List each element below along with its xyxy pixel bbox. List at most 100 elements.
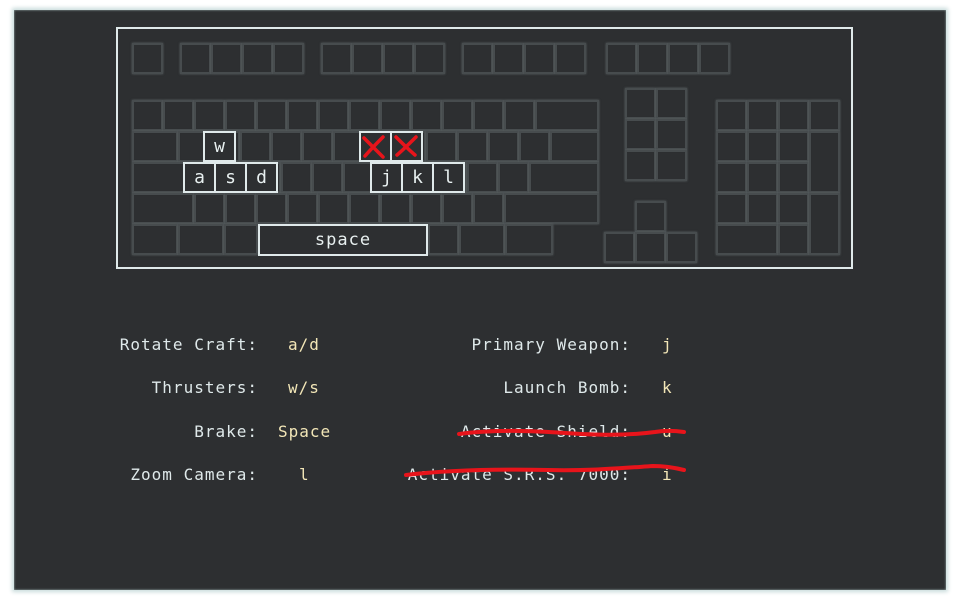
disabled-x-icon — [394, 135, 418, 157]
keyboard-key — [809, 100, 840, 131]
keyboard-key — [132, 162, 188, 193]
keyboard-key — [312, 162, 343, 193]
keyboard-key — [414, 43, 445, 74]
keyboard-key — [716, 162, 747, 193]
keyboard-key — [462, 43, 493, 74]
keyboard-key — [411, 100, 442, 131]
keyboard-key — [132, 100, 163, 131]
keyboard-key — [224, 224, 258, 255]
keyboard-key — [383, 43, 414, 74]
keyboard-key — [519, 131, 550, 162]
keyboard-key — [287, 193, 318, 224]
keyboard-key — [302, 131, 333, 162]
keyboard-key — [488, 131, 519, 162]
keyboard-key — [352, 43, 383, 74]
keyboard-key — [699, 43, 730, 74]
keyboard-key — [504, 100, 535, 131]
keyboard-key — [318, 193, 349, 224]
keyboard-key — [380, 193, 411, 224]
keyboard-key — [428, 224, 459, 255]
key-k: k — [401, 162, 434, 193]
keyboard-key — [132, 43, 163, 74]
keyboard-key — [778, 100, 809, 131]
keyboard-key — [504, 193, 599, 224]
control-key-launch-bomb: k — [662, 378, 673, 397]
key-a-label: a — [194, 166, 205, 188]
control-key-zoom: l — [299, 465, 310, 484]
keyboard-key — [281, 162, 312, 193]
control-label-rotate: Rotate Craft: — [119, 335, 258, 354]
key-l-label: l — [443, 166, 454, 188]
keyboard-key — [467, 162, 498, 193]
game-screen — [14, 10, 946, 590]
key-l: l — [432, 162, 465, 193]
keyboard-key — [242, 43, 273, 74]
keyboard-key — [635, 201, 666, 232]
keyboard-key — [747, 193, 778, 224]
key-d: d — [245, 162, 278, 193]
control-label-launch-bomb: Launch Bomb: — [503, 378, 631, 397]
keyboard-key — [498, 162, 529, 193]
keyboard-key — [625, 119, 656, 150]
key-d-label: d — [256, 166, 267, 188]
keyboard-key — [240, 131, 271, 162]
key-j-label: j — [381, 166, 392, 188]
keyboard-key — [716, 100, 747, 131]
keyboard-key — [256, 100, 287, 131]
keyboard-key — [225, 100, 256, 131]
key-s-label: s — [225, 166, 236, 188]
keyboard-key — [459, 224, 505, 255]
control-key-brake: Space — [278, 422, 332, 441]
keyboard-key — [555, 43, 586, 74]
keyboard-key — [716, 131, 747, 162]
keyboard-key — [178, 224, 224, 255]
keyboard-key — [132, 131, 178, 162]
keyboard-key — [625, 88, 656, 119]
control-key-rotate: a/d — [288, 335, 320, 354]
keyboard-key — [604, 232, 635, 263]
keyboard-key — [747, 100, 778, 131]
keyboard-key — [716, 224, 778, 255]
keyboard-key — [778, 131, 809, 162]
keyboard-key — [273, 43, 304, 74]
keyboard-key — [625, 150, 656, 181]
keyboard-key — [163, 100, 194, 131]
keyboard-key — [426, 131, 457, 162]
keyboard-key — [550, 131, 599, 162]
control-label-primary-weapon: Primary Weapon: — [471, 335, 631, 354]
keyboard-key — [505, 224, 553, 255]
keyboard-key — [442, 193, 473, 224]
keyboard-key — [349, 193, 380, 224]
strikethrough-scribble — [457, 428, 686, 437]
keyboard-key — [778, 224, 809, 255]
keyboard-key — [656, 88, 687, 119]
control-key-activate-srs: i — [662, 465, 673, 484]
keyboard-key — [668, 43, 699, 74]
keyboard-key — [529, 162, 599, 193]
keyboard-key — [411, 193, 442, 224]
keyboard-key — [493, 43, 524, 74]
control-key-primary-weapon: j — [662, 335, 673, 354]
key-space: space — [258, 224, 428, 256]
keyboard-key — [457, 131, 488, 162]
keyboard-key — [606, 43, 637, 74]
keyboard-key — [524, 43, 555, 74]
keyboard-key — [380, 100, 411, 131]
keyboard-key — [132, 193, 194, 224]
keyboard-key — [473, 193, 504, 224]
keyboard-key — [132, 224, 178, 255]
keyboard-key — [656, 119, 687, 150]
keyboard-diagram — [116, 27, 853, 269]
keyboard-key — [349, 100, 380, 131]
key-k-label: k — [412, 166, 423, 188]
keyboard-key — [442, 100, 473, 131]
keyboard-key — [211, 43, 242, 74]
key-space-label: space — [314, 229, 372, 250]
disabled-x-icon — [362, 135, 385, 159]
keyboard-key — [666, 232, 697, 263]
key-w-label: w — [214, 135, 225, 157]
keyboard-key — [473, 100, 504, 131]
keyboard-key — [194, 193, 225, 224]
keyboard-key — [778, 162, 809, 193]
keyboard-key — [778, 193, 809, 224]
